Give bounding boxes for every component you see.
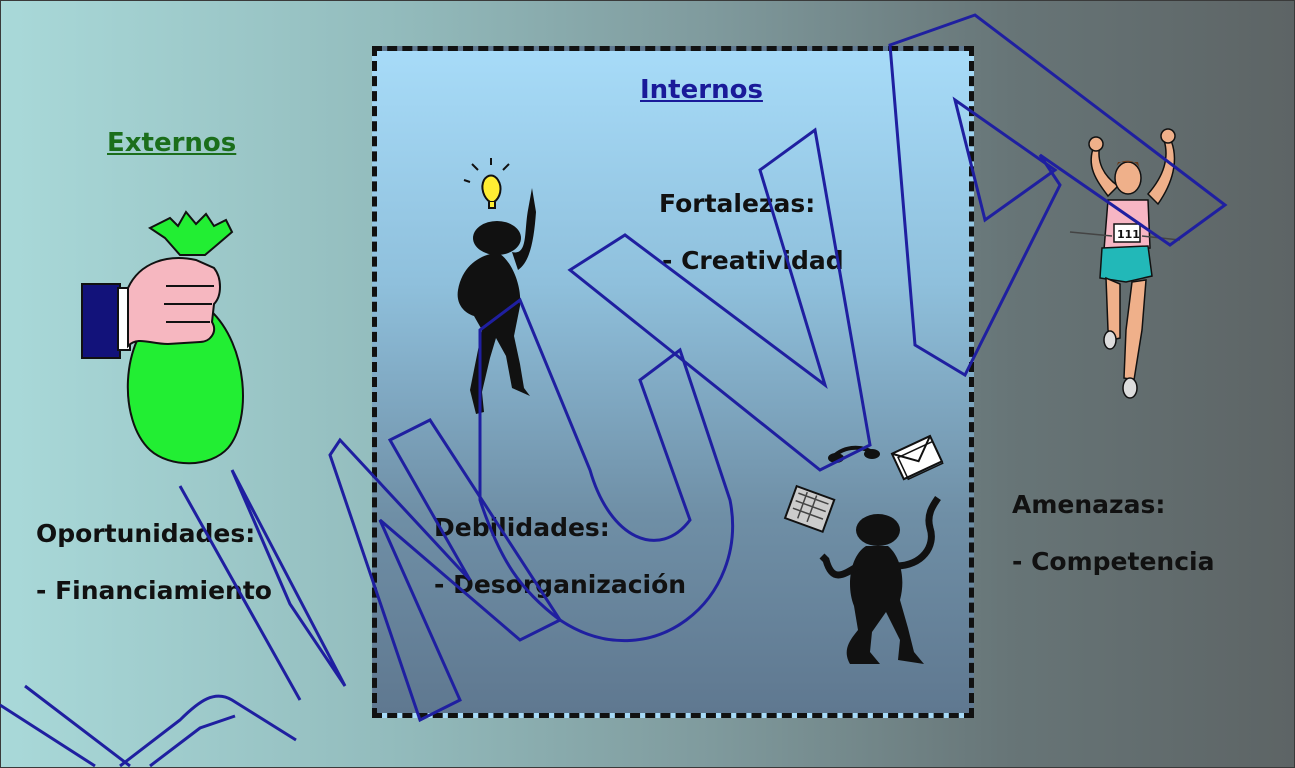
juggler-icon (783, 434, 944, 664)
amenazas-item: - Competencia (1012, 547, 1215, 576)
oportunidades-title: Oportunidades: (36, 519, 256, 548)
externos-heading: Externos (107, 128, 237, 158)
runner-icon: 111 (1069, 128, 1181, 399)
unuva-watermark (0, 13, 1228, 768)
amenazas-title: Amenazas: (1012, 490, 1166, 519)
debilidades-title: Debilidades: (434, 513, 610, 542)
lightbulb-thinker-icon (457, 158, 536, 414)
fortalezas-item: - Creatividad (662, 246, 844, 275)
internos-heading: Internos (640, 75, 763, 105)
fortalezas-title: Fortalezas: (659, 189, 816, 218)
money-bag-icon (81, 210, 244, 465)
svg-text:111: 111 (1117, 228, 1140, 241)
debilidades-item: - Desorganización (434, 570, 687, 599)
